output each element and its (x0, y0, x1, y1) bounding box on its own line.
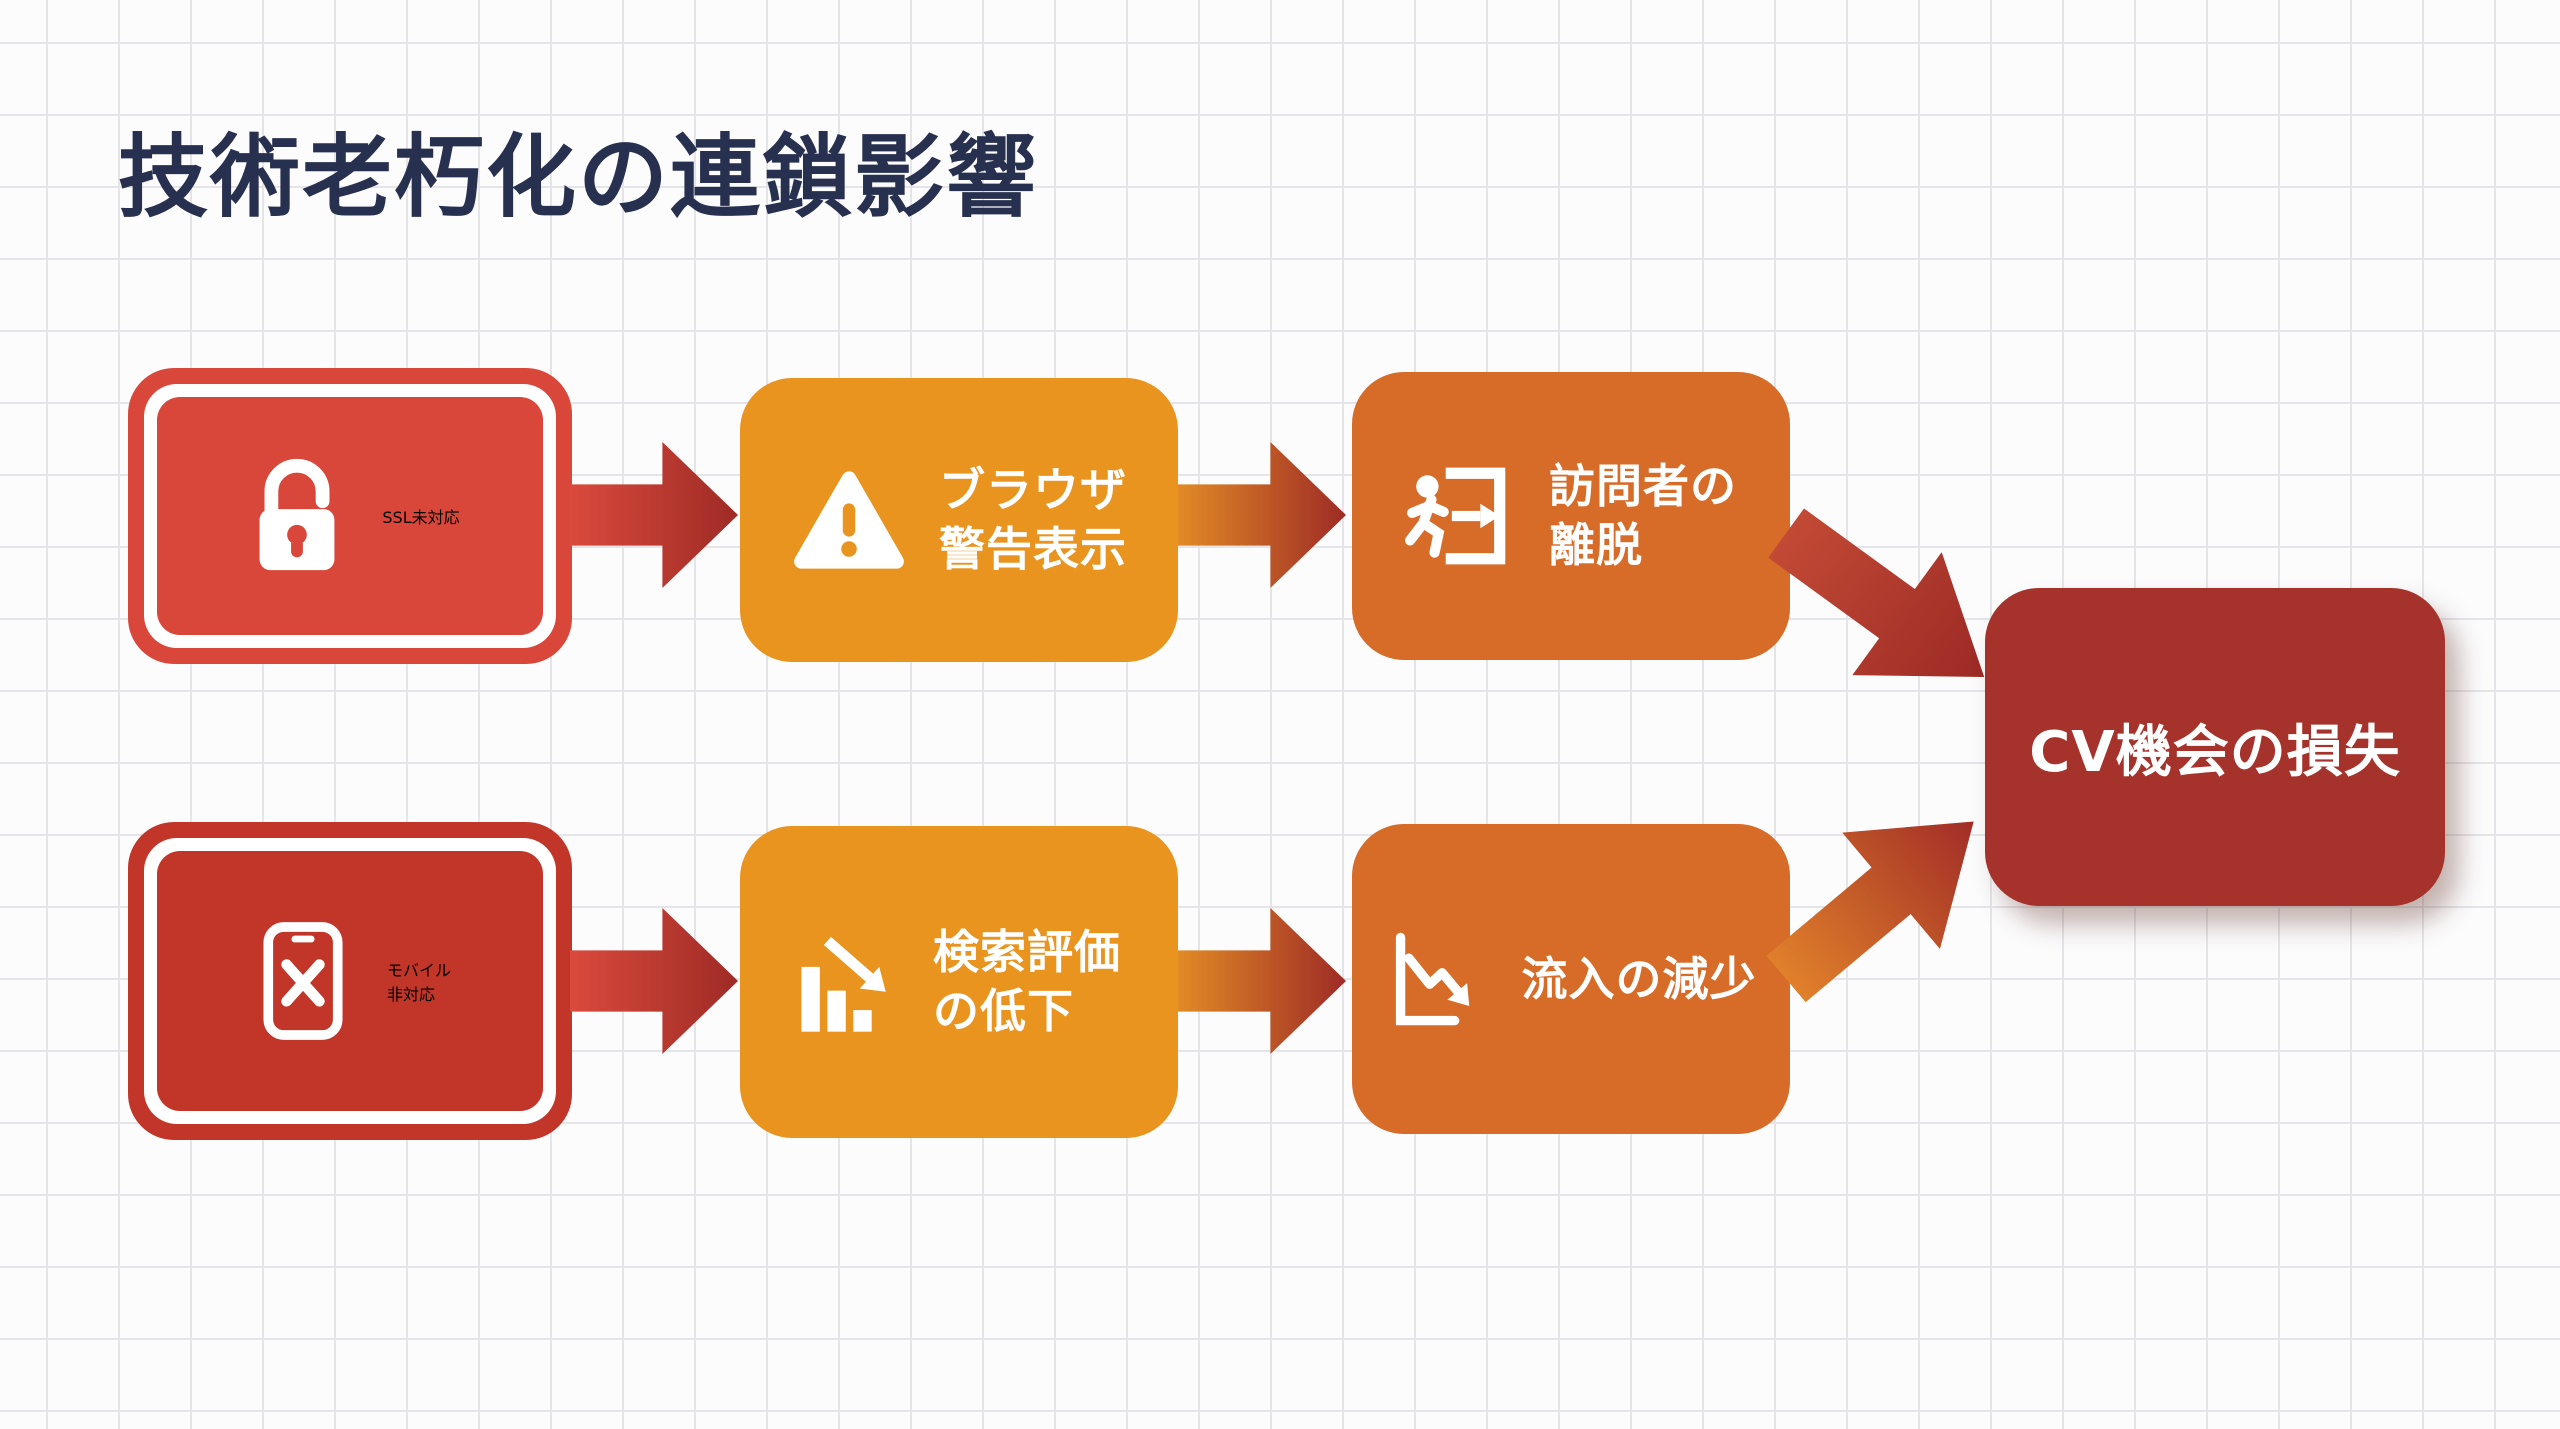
box-mobile-white-ring: モバイル 非対応 (144, 838, 556, 1124)
box-label: モバイル 非対応 (386, 961, 451, 1004)
arrow-right-icon (570, 908, 738, 1054)
box-traffic-decrease: 流入の減少 (1352, 824, 1790, 1134)
phone-x-icon (263, 922, 343, 1040)
declining-line-chart-icon (1395, 932, 1469, 1026)
result-label: CV機会の損失 (2029, 719, 2401, 785)
box-search-rating-drop: 検索評価 の低下 (740, 826, 1178, 1138)
unlocked-padlock-icon (259, 458, 335, 571)
box-mobile-not-supported: モバイル 非対応 (128, 822, 572, 1140)
box-label: 訪問者の 離脱 (1549, 459, 1737, 572)
exit-runner-icon (1405, 467, 1506, 565)
box-label: SSL未対応 (382, 508, 460, 527)
arrow-right-icon (1178, 908, 1346, 1054)
warning-triangle-icon (794, 471, 904, 569)
box-label: ブラウザ 警告表示 (939, 463, 1127, 576)
box-ssl-core: SSL未対応 (157, 397, 543, 635)
box-ssl-not-supported: SSL未対応 (128, 368, 572, 664)
box-label: 流入の減少 (1521, 951, 1757, 1006)
box-browser-warning: ブラウザ 警告表示 (740, 378, 1178, 662)
box-visitor-exit: 訪問者の 離脱 (1352, 372, 1790, 660)
arrow-right-icon (570, 442, 738, 588)
box-label: 検索評価 の低下 (933, 925, 1121, 1038)
box-ssl-white-ring: SSL未対応 (144, 384, 556, 648)
page-title: 技術老朽化の連鎖影響 (118, 125, 1038, 230)
box-mobile-core: モバイル 非対応 (157, 851, 543, 1111)
arrow-right-icon (1178, 442, 1346, 588)
declining-bars-icon (801, 936, 886, 1032)
box-cv-opportunity-loss: CV機会の損失 (1985, 588, 2445, 906)
